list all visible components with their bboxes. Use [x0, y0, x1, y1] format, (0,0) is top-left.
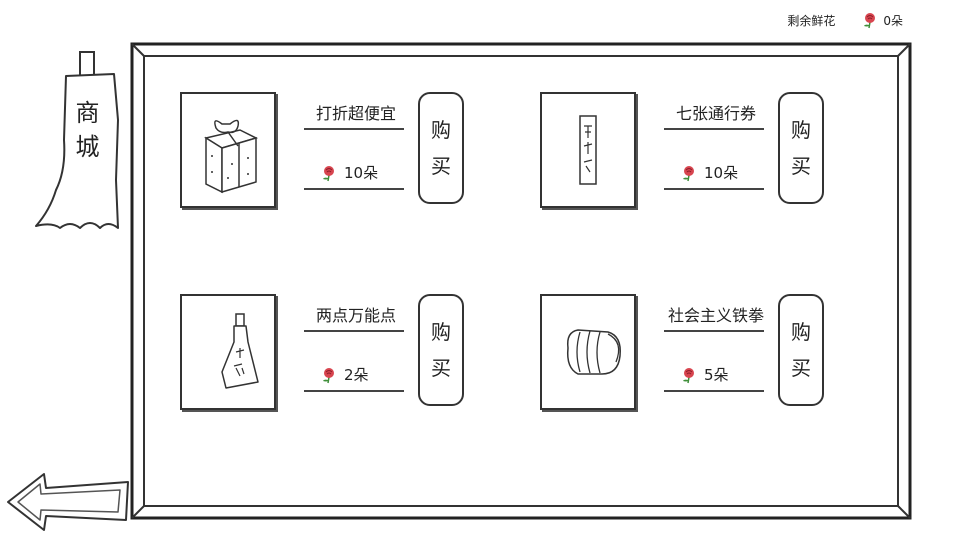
buy-button[interactable]: 购 买 [418, 92, 464, 204]
shop-item-iron-fist: 社会主义铁拳 5朵 购 买 [540, 294, 830, 414]
buy-label-2: 买 [431, 356, 451, 380]
back-arrow-icon [7, 473, 129, 531]
rose-icon [320, 164, 338, 182]
rose-icon [861, 11, 879, 29]
divider [304, 330, 404, 332]
remaining-flowers: 剩余鲜花 0朵 [787, 11, 903, 29]
shop-item-versatile-points: 两点万能点 2朵 购 买 [180, 294, 470, 414]
buy-label-1: 购 [791, 118, 811, 142]
rose-icon [320, 366, 338, 384]
item-price: 5朵 [680, 364, 729, 385]
item-image [540, 92, 636, 208]
potion-bottle-icon [221, 313, 259, 389]
remaining-flowers-label: 剩余鲜花 [787, 13, 836, 28]
divider [304, 188, 404, 190]
item-price-value: 2朵 [344, 366, 369, 384]
buy-label-1: 购 [431, 118, 451, 142]
divider [664, 330, 764, 332]
item-name: 打折超便宜 [315, 104, 396, 123]
rose-icon [680, 164, 698, 182]
remaining-flowers-value: 0朵 [883, 13, 903, 28]
item-image [180, 92, 276, 208]
item-image [180, 294, 276, 410]
item-name: 社会主义铁拳 [667, 306, 764, 325]
shop-item-pass: 七张通行券 10朵 购 买 [540, 92, 830, 212]
buy-label-2: 买 [791, 154, 811, 178]
shop-sign [30, 50, 122, 235]
item-name: 两点万能点 [315, 306, 396, 325]
shop-frame: 打折超便宜 10朵 购 买 七张通行券 10朵 购 买 [128, 40, 914, 522]
item-image [540, 294, 636, 410]
divider [664, 188, 764, 190]
iron-fist-icon [566, 329, 621, 375]
divider [664, 128, 764, 130]
buy-label-1: 购 [431, 320, 451, 344]
divider [304, 128, 404, 130]
buy-button[interactable]: 购 买 [418, 294, 464, 406]
item-price-value: 5朵 [704, 366, 729, 384]
divider [304, 390, 404, 392]
item-price: 10朵 [320, 162, 378, 183]
item-price: 2朵 [320, 364, 369, 385]
divider [664, 390, 764, 392]
item-name: 七张通行券 [675, 104, 756, 123]
pass-ticket-icon [579, 115, 597, 185]
gift-box-icon [204, 119, 259, 194]
buy-button[interactable]: 购 买 [778, 294, 824, 406]
item-price-value: 10朵 [704, 164, 739, 182]
rose-icon [680, 366, 698, 384]
shop-sign-title: 商城 [71, 100, 99, 168]
buy-label-1: 购 [791, 320, 811, 344]
buy-label-2: 买 [791, 356, 811, 380]
buy-label-2: 买 [431, 154, 451, 178]
shop-item-discount: 打折超便宜 10朵 购 买 [180, 92, 470, 212]
item-price-value: 10朵 [344, 164, 379, 182]
back-button[interactable] [4, 470, 132, 534]
buy-button[interactable]: 购 买 [778, 92, 824, 204]
item-price: 10朵 [680, 162, 738, 183]
